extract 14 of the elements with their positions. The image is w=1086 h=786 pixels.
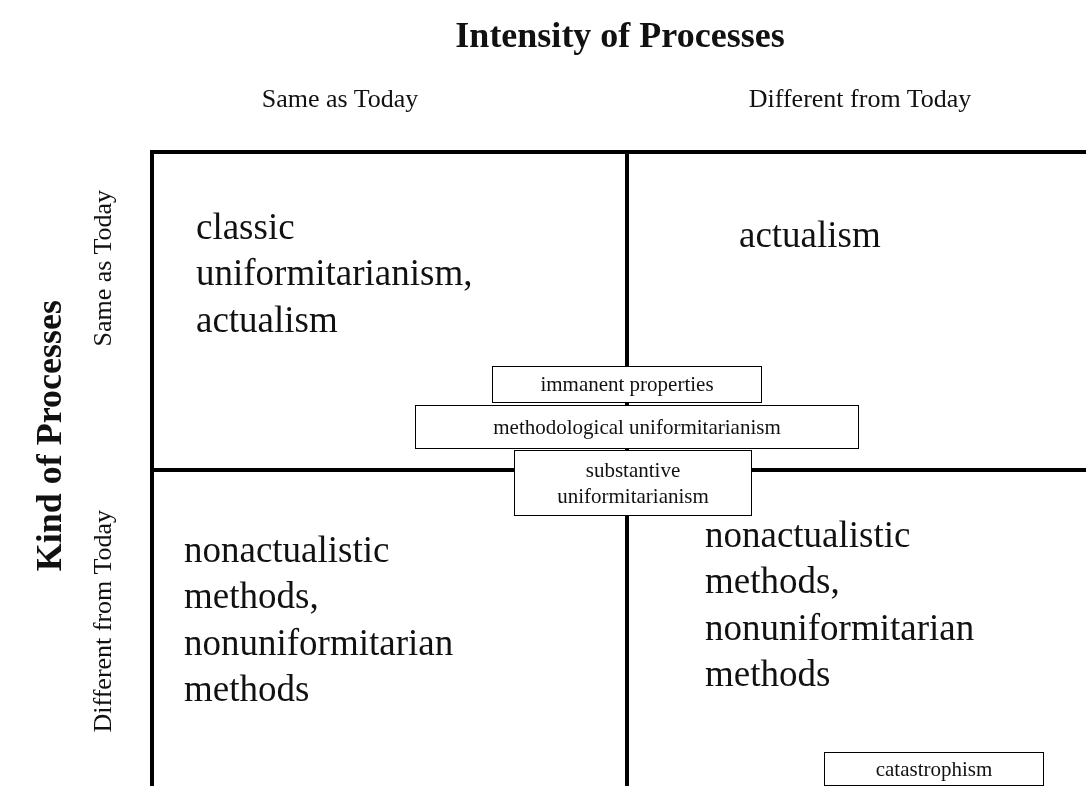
- cell-text: actualism: [739, 213, 882, 257]
- axis-label: Different from Today: [88, 510, 118, 733]
- term-box: immanent properties: [492, 366, 762, 403]
- term-box: catastrophism: [824, 752, 1044, 786]
- title: Intensity of Processes: [454, 14, 786, 56]
- axis-label: Same as Today: [260, 84, 420, 114]
- axis-label: Different from Today: [747, 84, 973, 114]
- cell-text: nonactualistic methods, nonuniformitarian methods: [184, 528, 455, 711]
- axis-label: Same as Today: [88, 190, 118, 347]
- term-box: substantive uniformitarianism: [514, 450, 752, 516]
- axis-title: Kind of Processes: [28, 300, 70, 572]
- term-box: methodological uniformitarianism: [415, 405, 859, 449]
- cell-text: nonactualistic methods, nonuniformitarian methods: [705, 513, 976, 696]
- cell-text: classic uniformitarianism, actualism: [196, 205, 474, 342]
